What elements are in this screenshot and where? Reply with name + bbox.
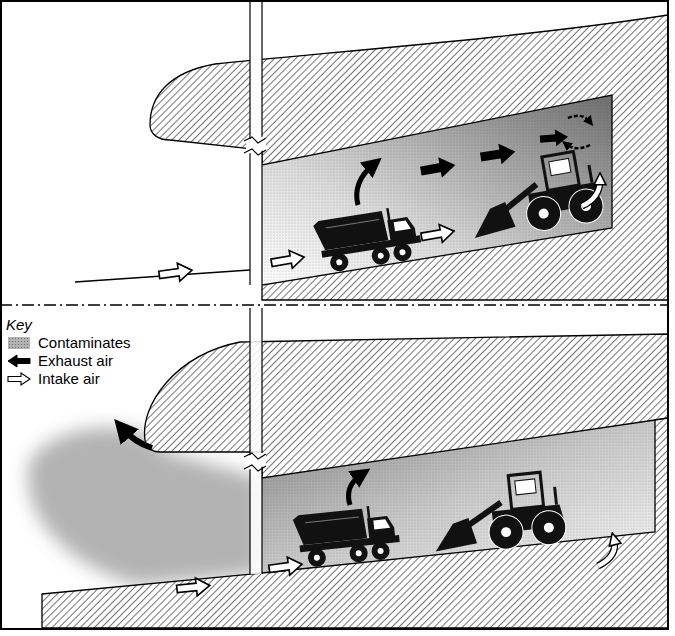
legend-text: Exhaust air	[38, 352, 113, 370]
rock-mass	[145, 334, 668, 478]
intake-curved-outline	[582, 180, 600, 206]
rock-mass	[150, 15, 668, 300]
intake-arrow	[176, 577, 211, 598]
break-line	[244, 453, 266, 459]
panel-divider	[0, 304, 668, 305]
intake-arrow	[270, 248, 306, 271]
front-loader	[463, 148, 606, 243]
legend-entry: Exhaust air	[6, 352, 166, 370]
ventilation-shaft	[250, 308, 262, 574]
intake-curved-outline	[598, 540, 615, 566]
break-line	[244, 465, 266, 471]
legend-exhaust-sample	[8, 355, 30, 367]
exhaust-arrow	[420, 156, 456, 179]
legend-entry: Intake air	[6, 370, 166, 388]
haul-truck	[312, 204, 423, 275]
intake-curved-arrow	[598, 540, 615, 566]
exhaust-curved-arrow	[357, 164, 374, 205]
haul-truck	[292, 503, 401, 569]
exhaust-curved-arrow	[349, 474, 363, 505]
exhaust-curved-arrow	[122, 428, 152, 448]
break-line	[244, 137, 266, 143]
legend-swatch	[8, 337, 30, 349]
front-loader	[429, 470, 568, 556]
recirculation-arrow	[568, 116, 590, 122]
intake-arrow	[158, 261, 193, 283]
frame	[1, 1, 668, 629]
intake-arrow	[420, 222, 456, 245]
intake-curved-arrow	[582, 180, 600, 206]
legend-entry: Contaminates	[6, 334, 166, 352]
legend-text: Intake air	[38, 370, 100, 388]
legend-text: Contaminates	[38, 334, 131, 352]
shaft-wall	[261, 308, 262, 574]
exhaust-arrow	[540, 130, 568, 147]
intake-arrow	[268, 555, 303, 577]
shaft-wall	[249, 308, 250, 574]
legend-intake-sample	[8, 373, 30, 385]
break-line	[244, 149, 266, 155]
legend-heading: Key	[6, 316, 32, 334]
ground-mass	[42, 418, 668, 628]
recirculation-arrow	[566, 144, 590, 148]
exhaust-arrow	[480, 143, 515, 166]
